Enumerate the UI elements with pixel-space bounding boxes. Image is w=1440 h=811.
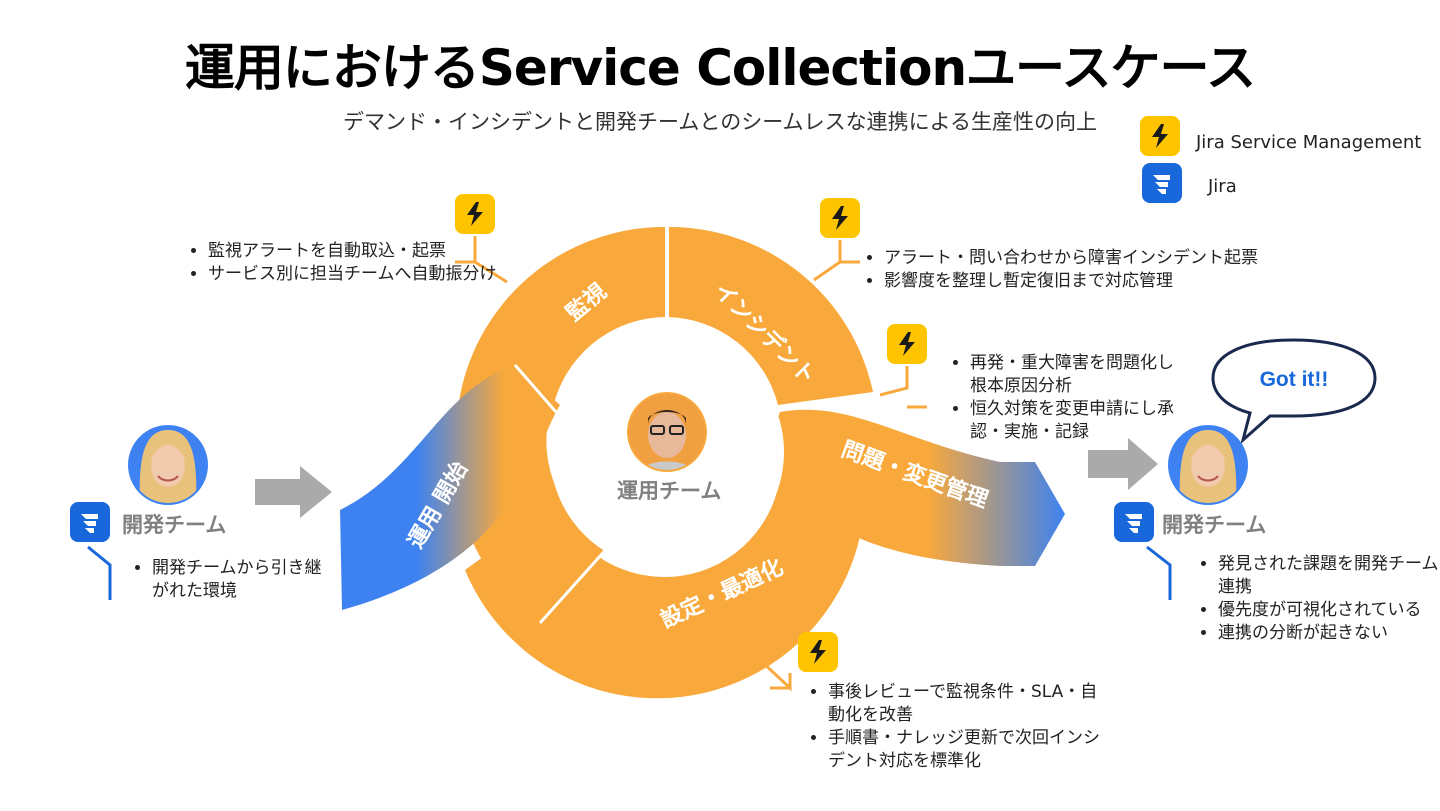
note-item: 連携の分断が起きない	[1218, 622, 1440, 645]
page-title: 運用におけるService Collectionユースケース	[184, 39, 1256, 97]
notes-left-team: 開発チームから引き継がれた環境	[126, 557, 322, 603]
notes-problem: 再発・重大障害を問題化し根本原因分析 恒久対策を変更申請にし承認・実施・記録	[944, 352, 1180, 444]
note-item: 事後レビューで監視条件・SLA・自動化を改善	[828, 681, 1108, 727]
segment-monitor	[458, 226, 667, 412]
problem-flow-band	[760, 409, 1065, 566]
note-item: アラート・問い合わせから障害インシデント起票	[884, 247, 1264, 270]
note-item: 影響度を整理し暫定復旧まで対応管理	[884, 270, 1264, 293]
note-item: 再発・重大障害を問題化し根本原因分析	[970, 352, 1180, 398]
jira-icon-right-team	[1114, 502, 1154, 542]
start-flow-band	[340, 365, 560, 610]
note-item: 開発チームから引き継がれた環境	[152, 557, 322, 603]
left-flow-arrow	[255, 466, 332, 518]
note-item: 手順書・ナレッジ更新で次回インシデント対応を標準化	[828, 727, 1108, 773]
jsm-connectors	[455, 236, 927, 692]
left-team-label: 開発チーム	[122, 513, 227, 537]
right-team-label: 開発チーム	[1162, 513, 1267, 537]
jira-icon-left-team	[70, 502, 110, 542]
jsm-icon-incident	[820, 198, 860, 238]
jsm-icon-problem	[887, 324, 927, 364]
notes-right-team: 発見された課題を開発チームと連携 優先度が可視化されている 連携の分断が起きない	[1192, 553, 1440, 645]
left-team-avatar	[128, 425, 208, 505]
note-item: サービス別に担当チームへ自動振分け	[208, 263, 528, 286]
jira-service-management-icon	[1140, 116, 1180, 156]
speech-bubble: Got it!!	[1211, 338, 1377, 445]
segment-incident	[667, 226, 873, 405]
bubble-text: Got it!!	[1260, 368, 1329, 391]
right-team-avatar	[1168, 425, 1248, 505]
note-item: 優先度が可視化されている	[1218, 599, 1440, 622]
notes-monitor: 監視アラートを自動取込・起票 サービス別に担当チームへ自動振分け	[182, 240, 528, 286]
note-item: 恒久対策を変更申請にし承認・実施・記録	[970, 398, 1180, 444]
jira-icon	[1142, 163, 1182, 203]
notes-incident: アラート・問い合わせから障害インシデント起票 影響度を整理し暫定復旧まで対応管理	[858, 247, 1264, 293]
jsm-icon-monitor	[455, 194, 495, 234]
jira-connectors	[87, 545, 1172, 600]
jsm-icon-settings	[798, 632, 838, 672]
right-flow-arrow	[1088, 438, 1158, 490]
center-team-label: 運用チーム	[617, 479, 722, 503]
legend-label-jira: Jira	[1208, 176, 1237, 197]
note-item: 監視アラートを自動取込・起票	[208, 240, 528, 263]
notes-settings: 事後レビューで監視条件・SLA・自動化を改善 手順書・ナレッジ更新で次回インシデ…	[802, 681, 1108, 773]
legend-label-jsm: Jira Service Management	[1196, 132, 1422, 153]
page-subtitle: デマンド・インシデントと開発チームとのシームレスな連携による生産性の向上	[343, 110, 1097, 134]
center-avatar	[627, 392, 707, 472]
note-item: 発見された課題を開発チームと連携	[1218, 553, 1440, 599]
